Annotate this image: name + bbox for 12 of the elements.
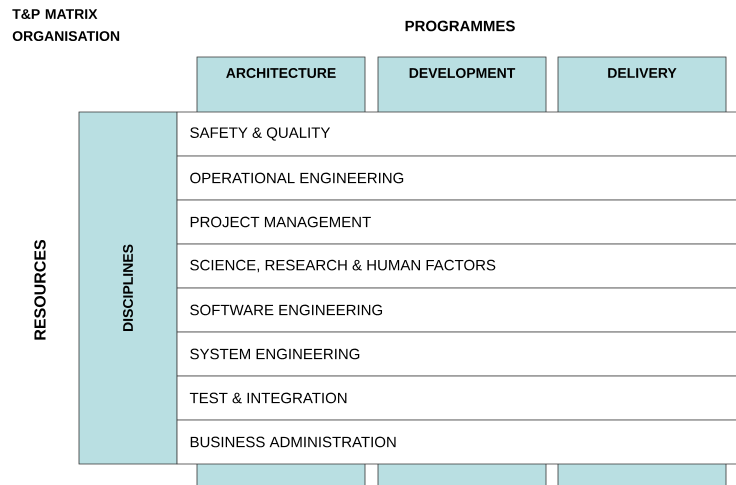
discipline-row: BUSINESS ADMINISTRATION [176, 420, 736, 464]
discipline-row: OPERATIONAL ENGINEERING [176, 156, 736, 200]
discipline-row: SCIENCE, RESEARCH & HUMAN FACTORS [176, 244, 736, 288]
heading: RESOURCES [34, 240, 46, 340]
disciplines-bar: DISCIPLINES [78, 112, 178, 464]
discipline-row: SYSTEM ENGINEERING [176, 332, 736, 376]
discipline-row: PROJECT MANAGEMENT [176, 200, 736, 244]
heading: PROGRAMMES [406, 20, 515, 32]
title: T&P MATRIX ORGANISATION [12, 9, 120, 42]
discipline-row: TEST & INTEGRATION [176, 376, 736, 420]
discipline-row: SAFETY & QUALITY [176, 112, 736, 156]
discipline-row: SOFTWARE ENGINEERING [176, 288, 736, 332]
